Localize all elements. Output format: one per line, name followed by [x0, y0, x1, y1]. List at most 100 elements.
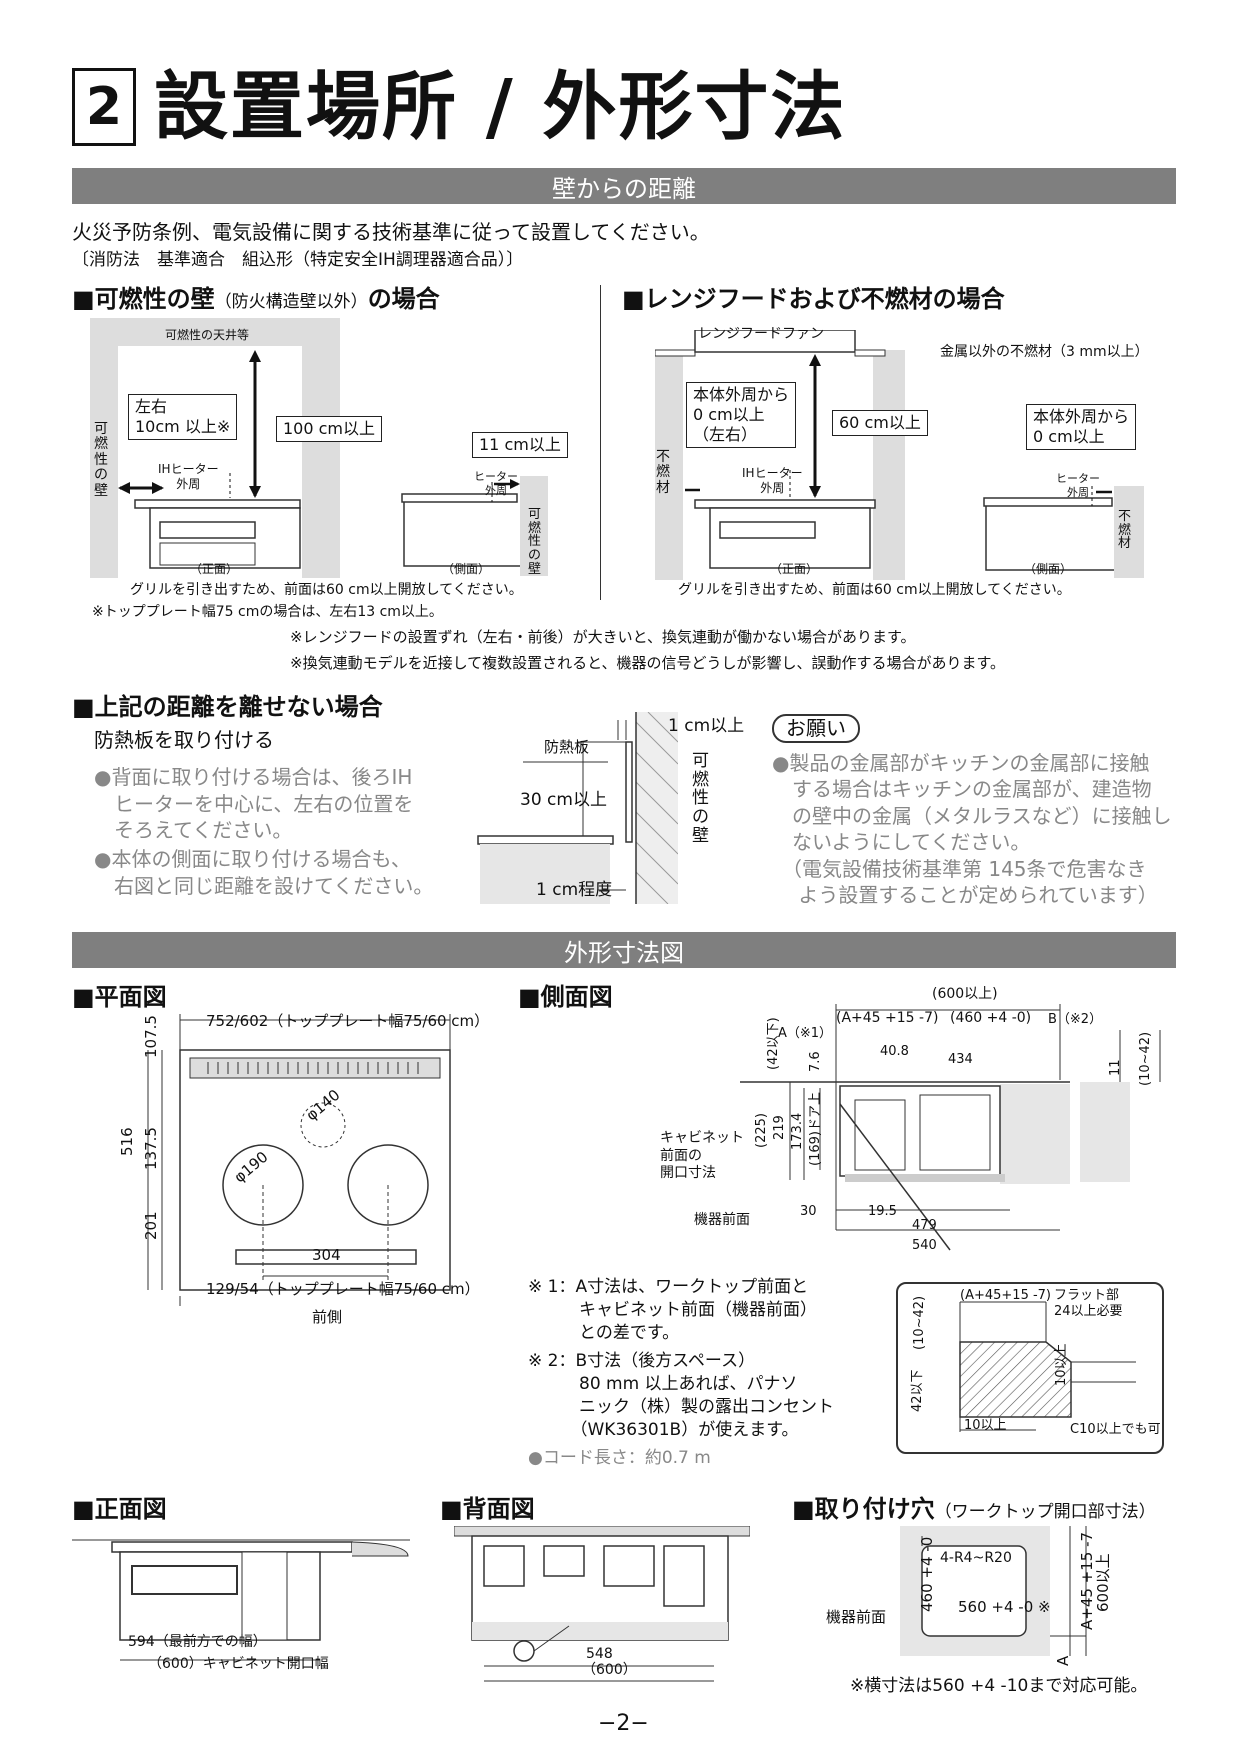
plan-d1375: 137.5 — [142, 1127, 160, 1170]
flammable-side-diagram — [401, 476, 548, 576]
side-distance-box: 左右 10cm 以上※ — [128, 394, 238, 440]
hood-heading: ■レンジフードおよび不燃材の場合 — [622, 285, 1005, 313]
hood-side-heater: ヒーター 外周 — [1056, 472, 1100, 499]
front-d600: （600）キャビネット開口幅 — [148, 1656, 329, 1672]
side-d195: 19.5 — [868, 1204, 897, 1219]
request-line: （電気設備技術基準第 145条で危害なき — [772, 856, 1147, 881]
page-title: 設置場所 / 外形寸法 — [154, 64, 847, 150]
side-d1734: 173.4 — [790, 1112, 805, 1150]
section-band-wall: 壁からの距離 — [72, 168, 1176, 204]
footnote-1-line: との差です。 — [528, 1322, 680, 1343]
hole-heading-small: （ワークトップ開口部寸法） — [934, 1502, 1156, 1522]
hole-diagram — [900, 1526, 1087, 1656]
back-d548: 548 — [586, 1646, 613, 1662]
hole-heading: ■取り付け穴（ワークトップ開口部寸法） — [792, 1494, 1156, 1524]
cannot-heading: ■上記の距離を離せない場合 — [72, 693, 383, 721]
hole-d600: 600以上 — [1094, 1553, 1112, 1612]
side-d219: 219 — [772, 1115, 787, 1140]
cannot-sub: 防熱板を取り付ける — [94, 728, 274, 752]
hood-front-diagram — [655, 330, 905, 580]
footnote-2-line: （WK36301B）が使えます。 — [528, 1419, 799, 1440]
flammable-top-note: ※トッププレート幅75 cmの場合は、左右13 cm以上。 — [92, 604, 443, 620]
plan-top-dim: 752/602（トッププレート幅75/60 cm） — [206, 1012, 490, 1030]
side-label: （側面） — [442, 562, 491, 576]
hole-front-label: 機器前面 — [826, 1608, 887, 1626]
request-line: する場合はキッチンの金属部が、建造物 — [772, 777, 1152, 802]
plan-d201: 201 — [142, 1211, 160, 1240]
heat-shield-diagram — [477, 712, 678, 904]
side-view-diagram — [740, 1004, 1161, 1251]
footnote-2-line: 80 mm 以上あれば、パナソ — [528, 1373, 798, 1394]
hood-fan-label: レンジフードファン — [698, 326, 824, 342]
section-number: 2 — [72, 68, 136, 146]
flammable-front-diagram — [90, 318, 340, 578]
side-d460: (460 +4 -0) — [950, 1010, 1032, 1026]
note-hood-offset: ※レンジフードの設置ずれ（左右・前後）が大きいと、換気連動が働かない場合がありま… — [290, 628, 916, 646]
ih-outer-label: IHヒーター 外周 — [158, 462, 219, 491]
shield-wall-label: 可燃性の壁 — [692, 751, 709, 846]
request-line: ●製品の金属部がキッチンの金属部に接触 — [772, 751, 1150, 775]
hood-ih-outer-label: IHヒーター 外周 — [742, 466, 803, 495]
side-d225: (225) — [754, 1113, 769, 1148]
hood-side-label: （側面） — [1024, 562, 1073, 576]
section-band-outline: 外形寸法図 — [72, 932, 1176, 968]
plan-heading: ■平面図 — [72, 983, 167, 1011]
side-d479: 479 — [912, 1218, 937, 1233]
hood-side-wall: 不燃材 — [1118, 509, 1132, 552]
cannot-b1-line: ヒーターを中心に、左右の位置を — [94, 791, 414, 816]
side-heater-label: ヒーター 外周 — [474, 470, 518, 497]
hood-wall-label: 不燃材 — [656, 449, 670, 496]
page-number: −2− — [598, 1711, 649, 1736]
nonmetal-label: 金属以外の不燃材（3 mm以上） — [940, 344, 1149, 360]
hood-side-diagram — [983, 486, 1144, 578]
intro-line2: 〔消防法 基準適合 組込形（特定安全IH調理器適合品）〕 — [72, 250, 524, 270]
side-view-heading: ■側面図 — [518, 983, 613, 1011]
intro-line1: 火災予防条例、電気設備に関する技術基準に従って設置してください。 — [72, 220, 710, 244]
front-view-diagram — [72, 1539, 410, 1661]
back-view-heading: ■背面図 — [440, 1495, 535, 1523]
cannot-b2-line: ●本体の側面に取り付ける場合も、 — [94, 847, 411, 871]
side-cab-label: キャビネット 前面の 開口寸法 — [660, 1130, 744, 1181]
ceiling-label: 可燃性の天井等 — [165, 328, 250, 342]
hood-right-box: 本体外周から 0 cm以上 — [1026, 404, 1137, 450]
up-distance-box: 100 cm以上 — [276, 416, 383, 442]
side-d540: 540 — [912, 1238, 937, 1253]
detail-d10up: 10以上 — [1054, 1343, 1069, 1386]
footnote-1: ※ 1：A寸法は、ワークトップ前面と キャビネット前面（機器前面） との差です。 — [528, 1276, 817, 1345]
hood-grill-note: グリルを引き出すため、前面は60 cm以上開放してください。 — [678, 582, 1071, 598]
request-title: お願い — [772, 714, 860, 743]
side-d1042: (10~42) — [1138, 1031, 1153, 1086]
cannot-bullet-1: ●背面に取り付ける場合は、後ろIH ヒーターを中心に、左右の位置を そろえてくだ… — [94, 764, 413, 844]
shield-plate-label: 防熱板 — [544, 738, 590, 756]
flammable-heading-small: （防火構造壁以外） — [214, 292, 368, 312]
footnote-1-line: キャビネット前面（機器前面） — [528, 1299, 817, 1320]
hole-heading-main: ■取り付け穴 — [792, 1495, 935, 1523]
request-line: よう設置することが定められています） — [772, 882, 1158, 907]
footnote-2-line: ※ 2：B寸法（後方スペース） — [528, 1351, 756, 1371]
side-d169: (169)ドア上 — [808, 1092, 823, 1166]
hole-A: A — [1054, 1655, 1072, 1666]
flammable-grill-note: グリルを引き出すため、前面は60 cm以上開放してください。 — [130, 582, 523, 598]
request-lines: ●製品の金属部がキッチンの金属部に接触 する場合はキッチンの金属部が、建造物 の… — [772, 750, 1172, 908]
cannot-b2-line: 右図と同じ距離を設けてください。 — [94, 873, 434, 898]
footnote-2: ※ 2：B寸法（後方スペース） 80 mm 以上あれば、パナソ ニック（株）製の… — [528, 1350, 834, 1442]
plan-bottom-dim: 129/54（トッププレート幅75/60 cm） — [206, 1280, 480, 1298]
side-dA45: (A+45 +15 -7) — [836, 1010, 939, 1026]
hole-radius: 4-R4~R20 — [940, 1550, 1012, 1566]
side-11cm-box: 11 cm以上 — [472, 432, 568, 458]
detail-d42: 42以下 — [910, 1369, 925, 1412]
request-line: の壁中の金属（メタルラスなど）に接触し — [772, 803, 1172, 828]
hole-d560: 560 +4 -0 ※ — [958, 1598, 1051, 1616]
back-view-diagram — [454, 1526, 750, 1682]
hood-front-label: （正面） — [770, 562, 819, 576]
hood-side-box: 本体外周から 0 cm以上 （左右） — [686, 382, 797, 448]
cannot-b1-line: ●背面に取り付ける場合は、後ろIH — [94, 765, 413, 789]
cannot-bullet-2: ●本体の側面に取り付ける場合も、 右図と同じ距離を設けてください。 — [94, 846, 433, 899]
front-label: （正面） — [190, 562, 239, 576]
plan-front-label: 前側 — [312, 1308, 343, 1326]
note-multiple: ※換気連動モデルを近接して複数設置されると、機器の信号どうしが影響し、誤動作する… — [290, 654, 1006, 672]
side-d42: (42以下) — [766, 1017, 781, 1070]
side-B2: B（※2） — [1048, 1012, 1103, 1027]
front-d594: 594（最前方での幅） — [128, 1634, 267, 1650]
side-d76: 7.6 — [808, 1051, 823, 1072]
